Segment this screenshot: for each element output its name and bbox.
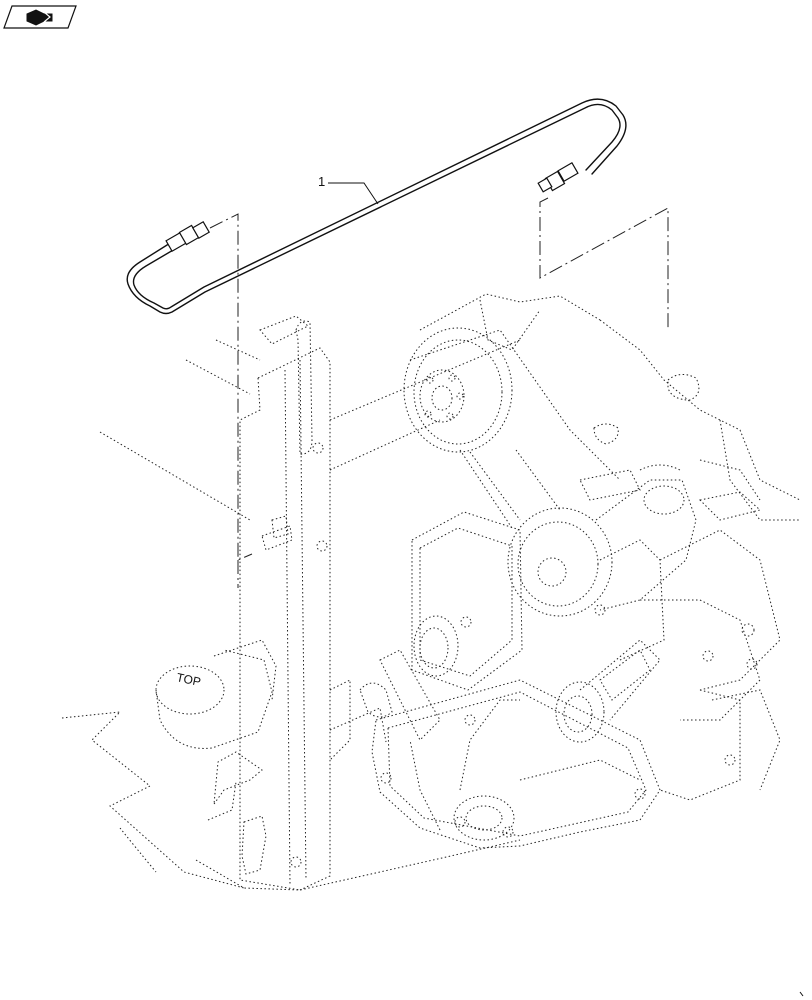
filter-bracket	[239, 315, 331, 891]
drive-belt	[409, 329, 621, 529]
alternator	[555, 639, 661, 743]
filter-top-marking: TOP	[175, 670, 202, 689]
lower-pulley	[507, 464, 697, 617]
corner-tick	[799, 991, 804, 997]
callout-1: 1	[318, 174, 379, 205]
right-fitting	[537, 161, 579, 193]
upper-pulley	[403, 327, 513, 453]
fuel-filter: TOP	[155, 639, 277, 821]
callout-number: 1	[318, 174, 325, 189]
left-fitting	[165, 220, 211, 253]
corner-badge[interactable]	[3, 5, 77, 29]
connection-guides	[209, 197, 669, 588]
engine-block	[359, 293, 801, 849]
fuel-line[interactable]	[126, 98, 627, 315]
frame-outline	[61, 339, 521, 891]
book-arrow-icon	[26, 9, 53, 26]
